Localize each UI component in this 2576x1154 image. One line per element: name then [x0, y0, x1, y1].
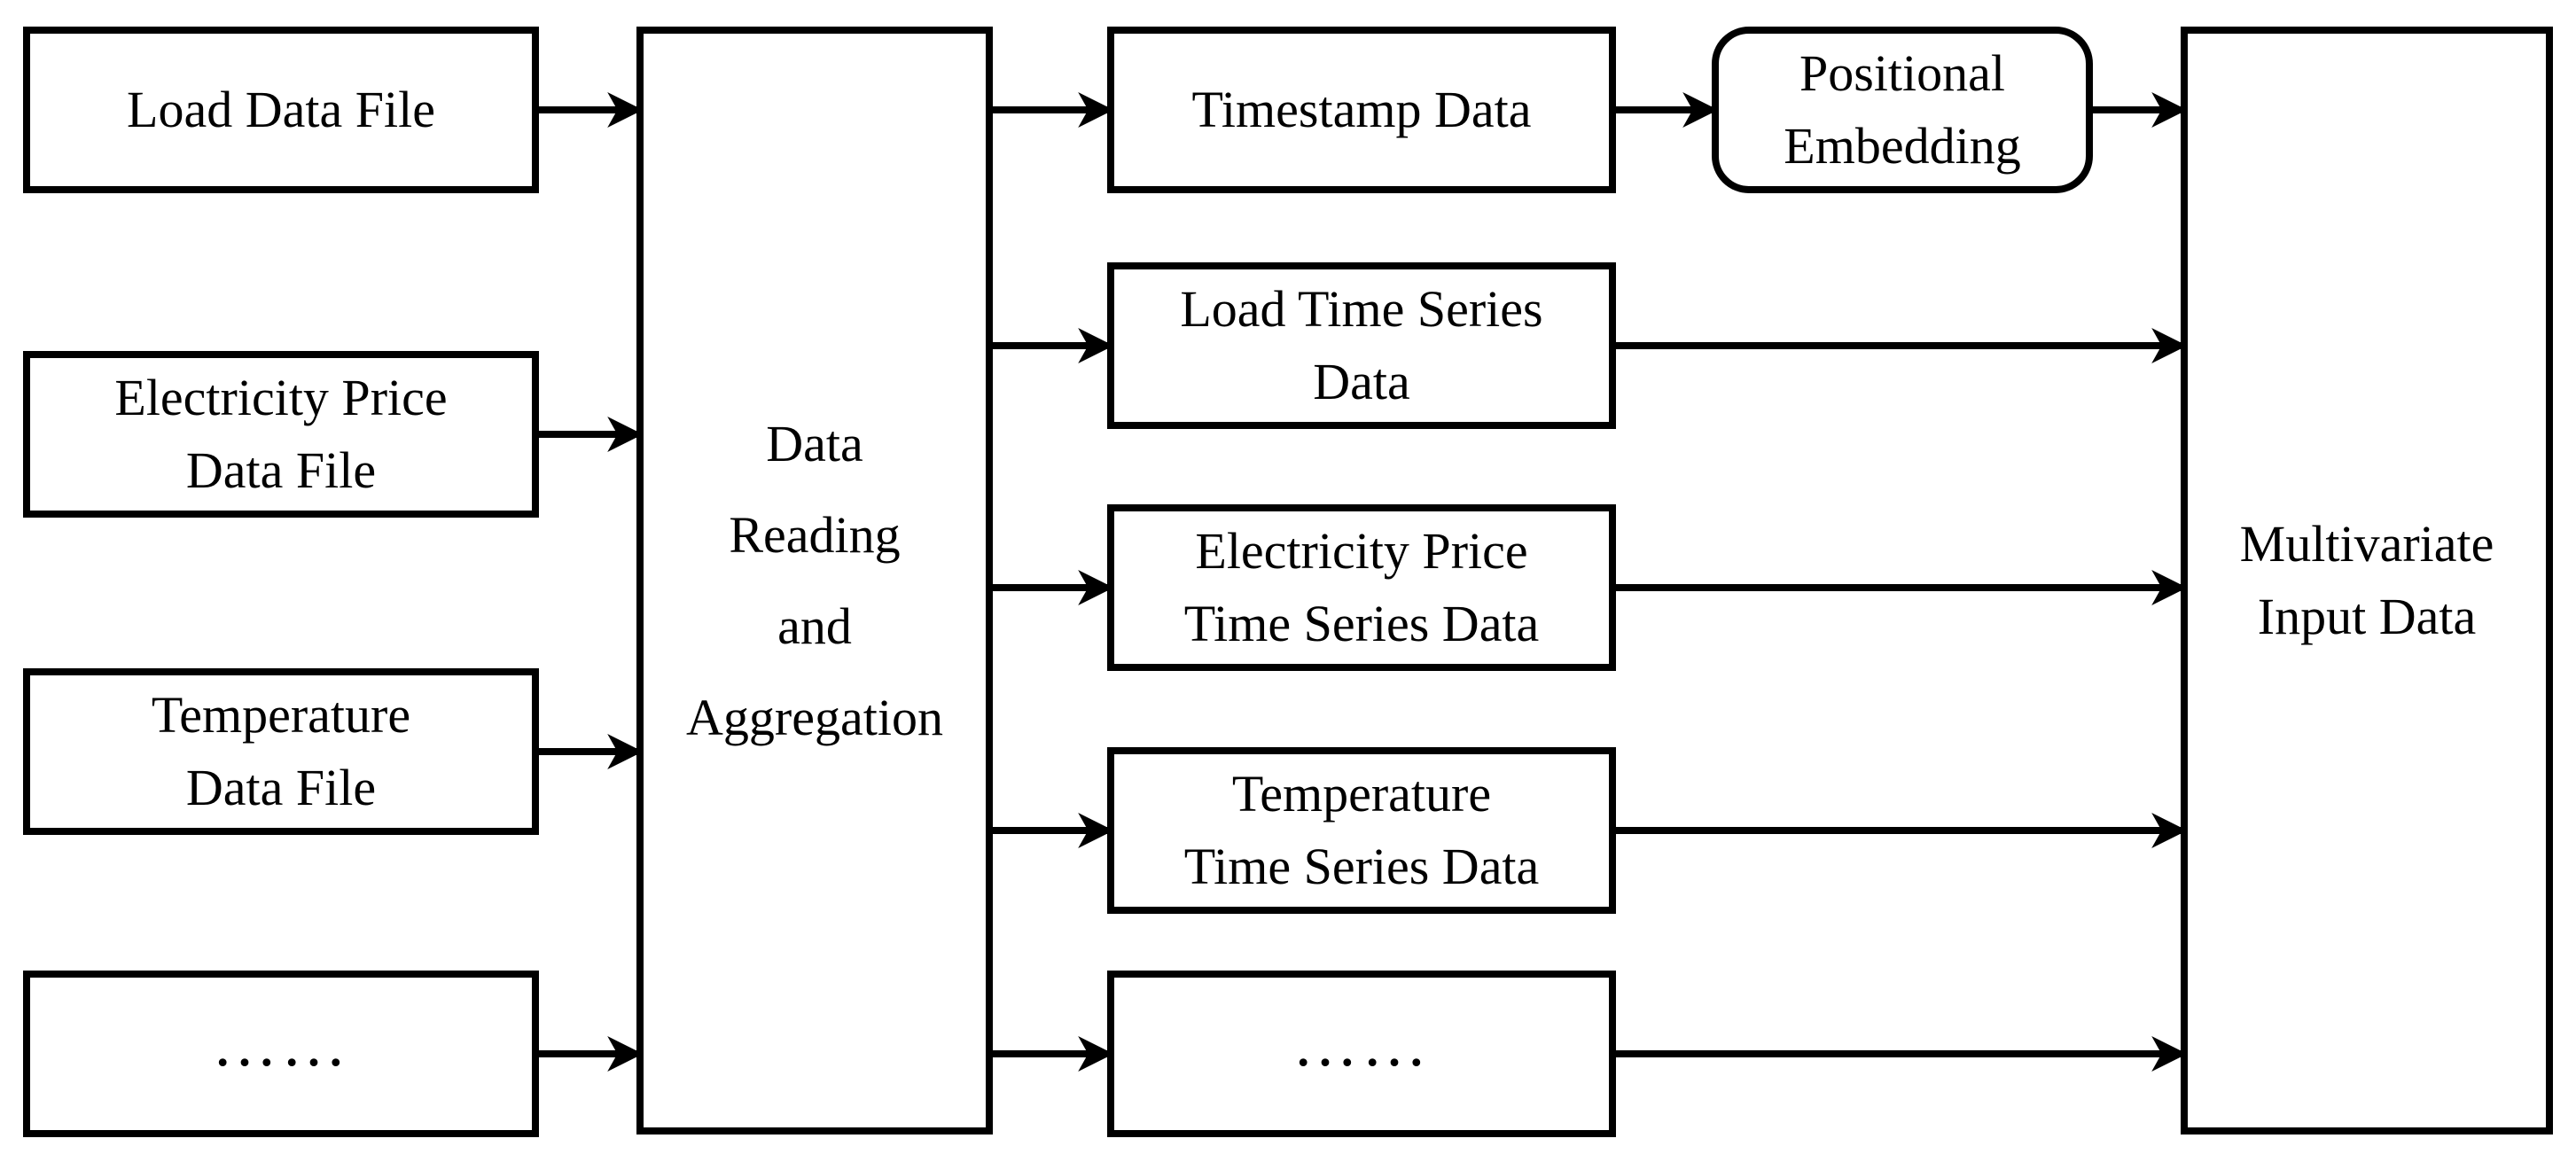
data-reading-aggregation-label-line2: Reading	[729, 505, 901, 564]
temperature-data-file-label-line1: Temperature	[151, 685, 411, 744]
multivariate-input-data-label-line2: Input Data	[2257, 588, 2477, 645]
box-load-time-series-data: Load Time Series Data	[1107, 262, 1616, 429]
electricity-price-data-file-label-line2: Data File	[185, 441, 377, 499]
multivariate-input-data-label-line1: Multivariate	[2239, 514, 2494, 573]
positional-embedding-label-line1: Positional	[1799, 43, 2006, 102]
load-data-file-label: Load Data File	[127, 80, 435, 138]
temperature-data-file-label-line2: Data File	[185, 759, 377, 816]
electricity-price-time-series-label-line2: Time Series Data	[1183, 595, 1540, 652]
box-electricity-price-time-series-data: Electricity Price Time Series Data	[1107, 504, 1616, 671]
box-positional-embedding: Positional Embedding	[1712, 27, 2093, 193]
box-right-ellipsis: ……	[1107, 971, 1616, 1137]
right-ellipsis-label: ……	[1292, 1008, 1431, 1081]
box-left-ellipsis: ……	[23, 971, 539, 1137]
left-ellipsis-label: ……	[212, 1008, 350, 1081]
box-temperature-time-series-data: Temperature Time Series Data	[1107, 747, 1616, 914]
box-timestamp-data: Timestamp Data	[1107, 27, 1616, 193]
load-time-series-data-label-line1: Load Time Series	[1180, 279, 1543, 338]
electricity-price-data-file-label-line1: Electricity Price	[114, 368, 448, 426]
data-reading-aggregation-label-line1: Data	[766, 414, 863, 472]
box-data-reading-aggregation: Data Reading and Aggregation	[636, 27, 993, 1135]
load-time-series-data-label-line2: Data	[1313, 353, 1410, 410]
positional-embedding-label-line2: Embedding	[1784, 117, 2021, 175]
temperature-time-series-label-line1: Temperature	[1231, 764, 1492, 823]
box-multivariate-input-data: Multivariate Input Data	[2181, 27, 2553, 1135]
data-reading-aggregation-label-line4: Aggregation	[686, 689, 943, 747]
box-electricity-price-data-file: Electricity Price Data File	[23, 351, 539, 518]
data-reading-aggregation-label-line3: and	[777, 597, 852, 655]
temperature-time-series-label-line2: Time Series Data	[1183, 838, 1540, 895]
box-temperature-data-file: Temperature Data File	[23, 668, 539, 835]
electricity-price-time-series-label-line1: Electricity Price	[1195, 521, 1528, 580]
timestamp-data-label: Timestamp Data	[1191, 80, 1532, 138]
box-load-data-file: Load Data File	[23, 27, 539, 193]
